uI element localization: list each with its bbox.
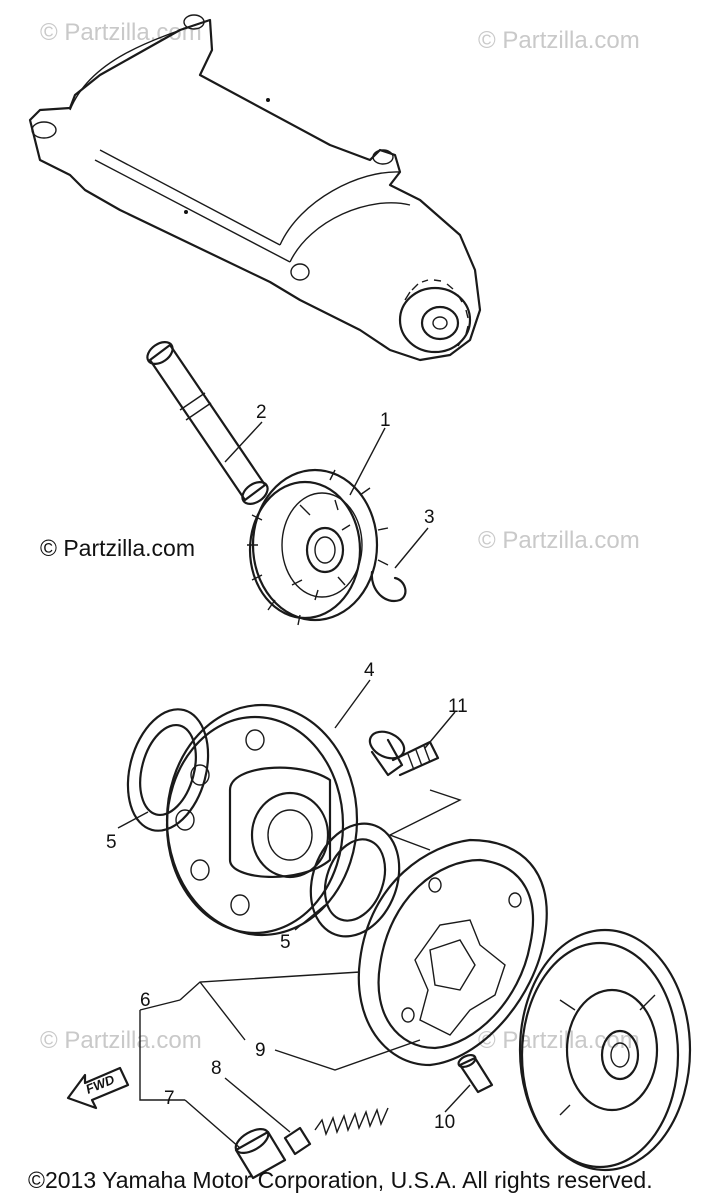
leader-6-bracket: [139, 999, 185, 1101]
part-9-spring: [314, 1107, 389, 1137]
watermark-bottom-right: © Partzilla.com: [478, 1027, 640, 1054]
callout-11: 11: [448, 696, 468, 717]
leader-1: [349, 427, 386, 496]
callout-10: 10: [434, 1112, 455, 1133]
leader-6-main: [179, 971, 361, 1001]
part-1-gear: [247, 468, 389, 626]
leader-7: [184, 1099, 241, 1149]
leader-2: [224, 421, 263, 463]
watermark-top-right: © Partzilla.com: [478, 27, 640, 54]
leader-5b: [294, 904, 326, 931]
callout-1: 1: [380, 410, 391, 431]
starter-motor: [28, 14, 482, 362]
watermark-bottom-left: © Partzilla.com: [40, 1027, 202, 1054]
leader-9: [274, 1039, 421, 1071]
callout-8: 8: [211, 1058, 222, 1079]
callout-6: 6: [140, 990, 151, 1011]
callout-5-upper: 5: [106, 832, 117, 853]
callout-5-lower: 5: [280, 932, 291, 953]
part-3-clip: [370, 570, 407, 603]
leader-10: [444, 1084, 471, 1113]
clutch-housing: [357, 838, 548, 1067]
part-5-washer-lower: [309, 822, 401, 938]
leader-11-bracket: [388, 789, 462, 851]
leader-4: [334, 679, 371, 729]
copyright-notice: ©2013 Yamaha Motor Corporation, U.S.A. A…: [28, 1167, 653, 1193]
part-11-bolt: [368, 730, 440, 777]
part-4-gear: [165, 703, 359, 937]
leader-8: [224, 1077, 291, 1133]
leader-11: [424, 711, 456, 749]
callout-4: 4: [364, 660, 375, 681]
part-8-plunger: [283, 1126, 312, 1156]
watermark-mid-right: © Partzilla.com: [478, 527, 640, 554]
leader-5a: [117, 811, 149, 829]
callout-7: 7: [164, 1088, 175, 1109]
part-5-washer-upper: [126, 708, 210, 832]
watermark-main: © Partzilla.com: [40, 535, 195, 561]
part-2-shaft: [146, 340, 269, 506]
fwd-label: FWD: [84, 1072, 118, 1097]
fwd-arrow-icon: FWD: [66, 1066, 130, 1110]
leader-6-to-9: [199, 981, 246, 1041]
leader-3: [394, 527, 429, 569]
part-10-pin: [457, 1053, 494, 1094]
callout-9: 9: [255, 1040, 266, 1061]
part-7-roller: [234, 1127, 287, 1180]
callout-3: 3: [424, 507, 435, 528]
rear-gear: [518, 928, 692, 1172]
callout-2: 2: [256, 402, 267, 423]
